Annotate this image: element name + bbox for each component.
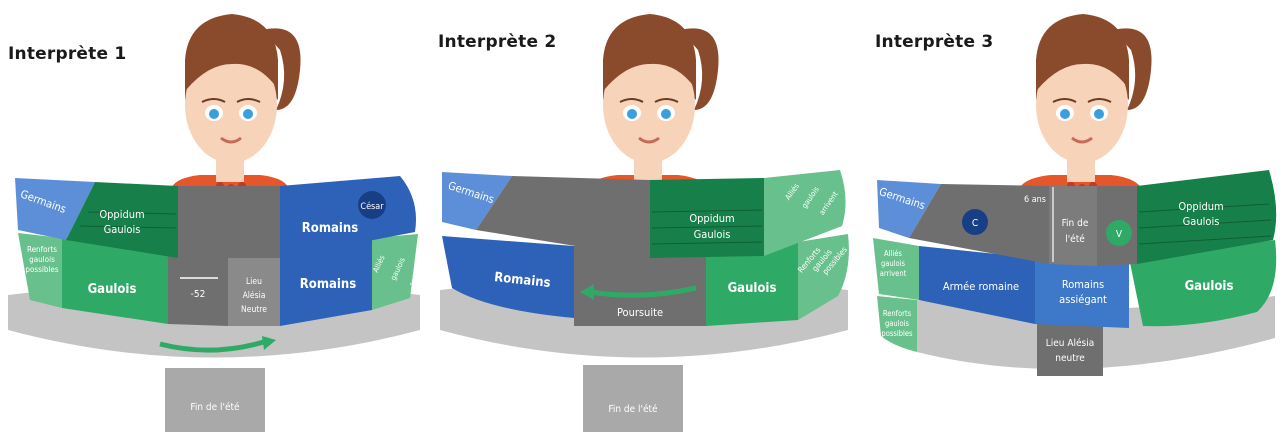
diagram-interprete-3: Germains C 6 ans Fin de l'été V Oppidum … xyxy=(873,14,1277,376)
romains-assiegant-line1: Romains xyxy=(1062,278,1104,291)
v-badge: V xyxy=(1116,229,1123,240)
fin-ete-line1: Fin de xyxy=(1062,218,1089,229)
oppidum-label-line1: Oppidum xyxy=(99,208,144,221)
middle-ring xyxy=(18,233,418,326)
oppidum-label-line2: Gaulois xyxy=(1183,215,1220,228)
gaulois-label: Gaulois xyxy=(728,281,777,296)
diagram-interprete-2: Germains Oppidum Gaulois Alliés gaulois … xyxy=(440,14,849,432)
fin-ete-line2: l'été xyxy=(1065,233,1085,245)
panel-interprete-1: Interprète 1 xyxy=(0,0,428,432)
gaulois-label: Gaulois xyxy=(88,282,137,297)
gaulois-label: Gaulois xyxy=(1185,279,1234,294)
top-ring xyxy=(442,170,846,258)
top-ring xyxy=(877,170,1277,266)
panel-title: Interprète 1 xyxy=(8,44,127,64)
lieu-label-line3: Neutre xyxy=(241,305,267,315)
middle-ring xyxy=(442,234,849,326)
allies-label-line1: Alliés xyxy=(884,249,902,258)
oppidum-label-line2: Gaulois xyxy=(104,223,141,236)
romains-label: Romains xyxy=(302,221,358,236)
romains-label: Romains xyxy=(494,270,552,291)
armee-romaine-label: Armée romaine xyxy=(943,280,1019,293)
poursuite-label: Poursuite xyxy=(191,359,233,370)
diagram-interprete-1: Germains Oppidum Gaulois Romains César R… xyxy=(8,14,426,432)
renforts-label-line1: Renforts xyxy=(27,245,57,254)
c-badge: C xyxy=(972,218,978,229)
lieu-label-line1: Lieu xyxy=(246,277,262,287)
renforts-label-line2: gaulois xyxy=(885,319,910,328)
woman-illustration xyxy=(585,14,719,192)
woman-illustration xyxy=(1018,14,1152,192)
fin-ete-label: Fin de l'été xyxy=(608,403,658,415)
romains-assiegant-line2: assiégant xyxy=(1059,293,1107,306)
top-ring xyxy=(15,176,416,258)
panel-title: Interprète 2 xyxy=(438,32,557,52)
six-ans-label: 6 ans xyxy=(1024,195,1046,205)
poursuite-label: Poursuite xyxy=(617,306,663,319)
renforts-label-line3: possibles xyxy=(881,329,913,338)
allies-label-line3: arrivent xyxy=(880,269,907,278)
renforts-label-line1: Renforts xyxy=(883,309,912,318)
romains-mid-label: Romains xyxy=(300,277,356,292)
panel-interprete-2: Interprète 2 xyxy=(428,0,856,432)
middle-ring xyxy=(873,238,1277,328)
panel-interprete-3: Interprète 3 xyxy=(857,0,1285,432)
lieu-alesia-line1: Lieu Alésia xyxy=(1046,337,1095,349)
woman-illustration xyxy=(170,14,301,192)
lieu-alesia-line2: neutre xyxy=(1055,353,1085,364)
year-label: -52 xyxy=(191,289,206,300)
lieu-label-line2: Alésia xyxy=(243,290,266,301)
panel-title: Interprète 3 xyxy=(875,32,994,52)
fin-ete-label: Fin de l'été xyxy=(190,401,240,413)
oppidum-label-line1: Oppidum xyxy=(1178,200,1223,213)
renforts-label-line3: possibles xyxy=(25,265,58,274)
cesar-label: César xyxy=(360,201,384,212)
allies-label-line2: gaulois xyxy=(881,259,906,268)
renforts-label-line2: gaulois xyxy=(29,255,55,264)
oppidum-label-line1: Oppidum xyxy=(689,212,734,225)
oppidum-label-line2: Gaulois xyxy=(694,228,731,241)
